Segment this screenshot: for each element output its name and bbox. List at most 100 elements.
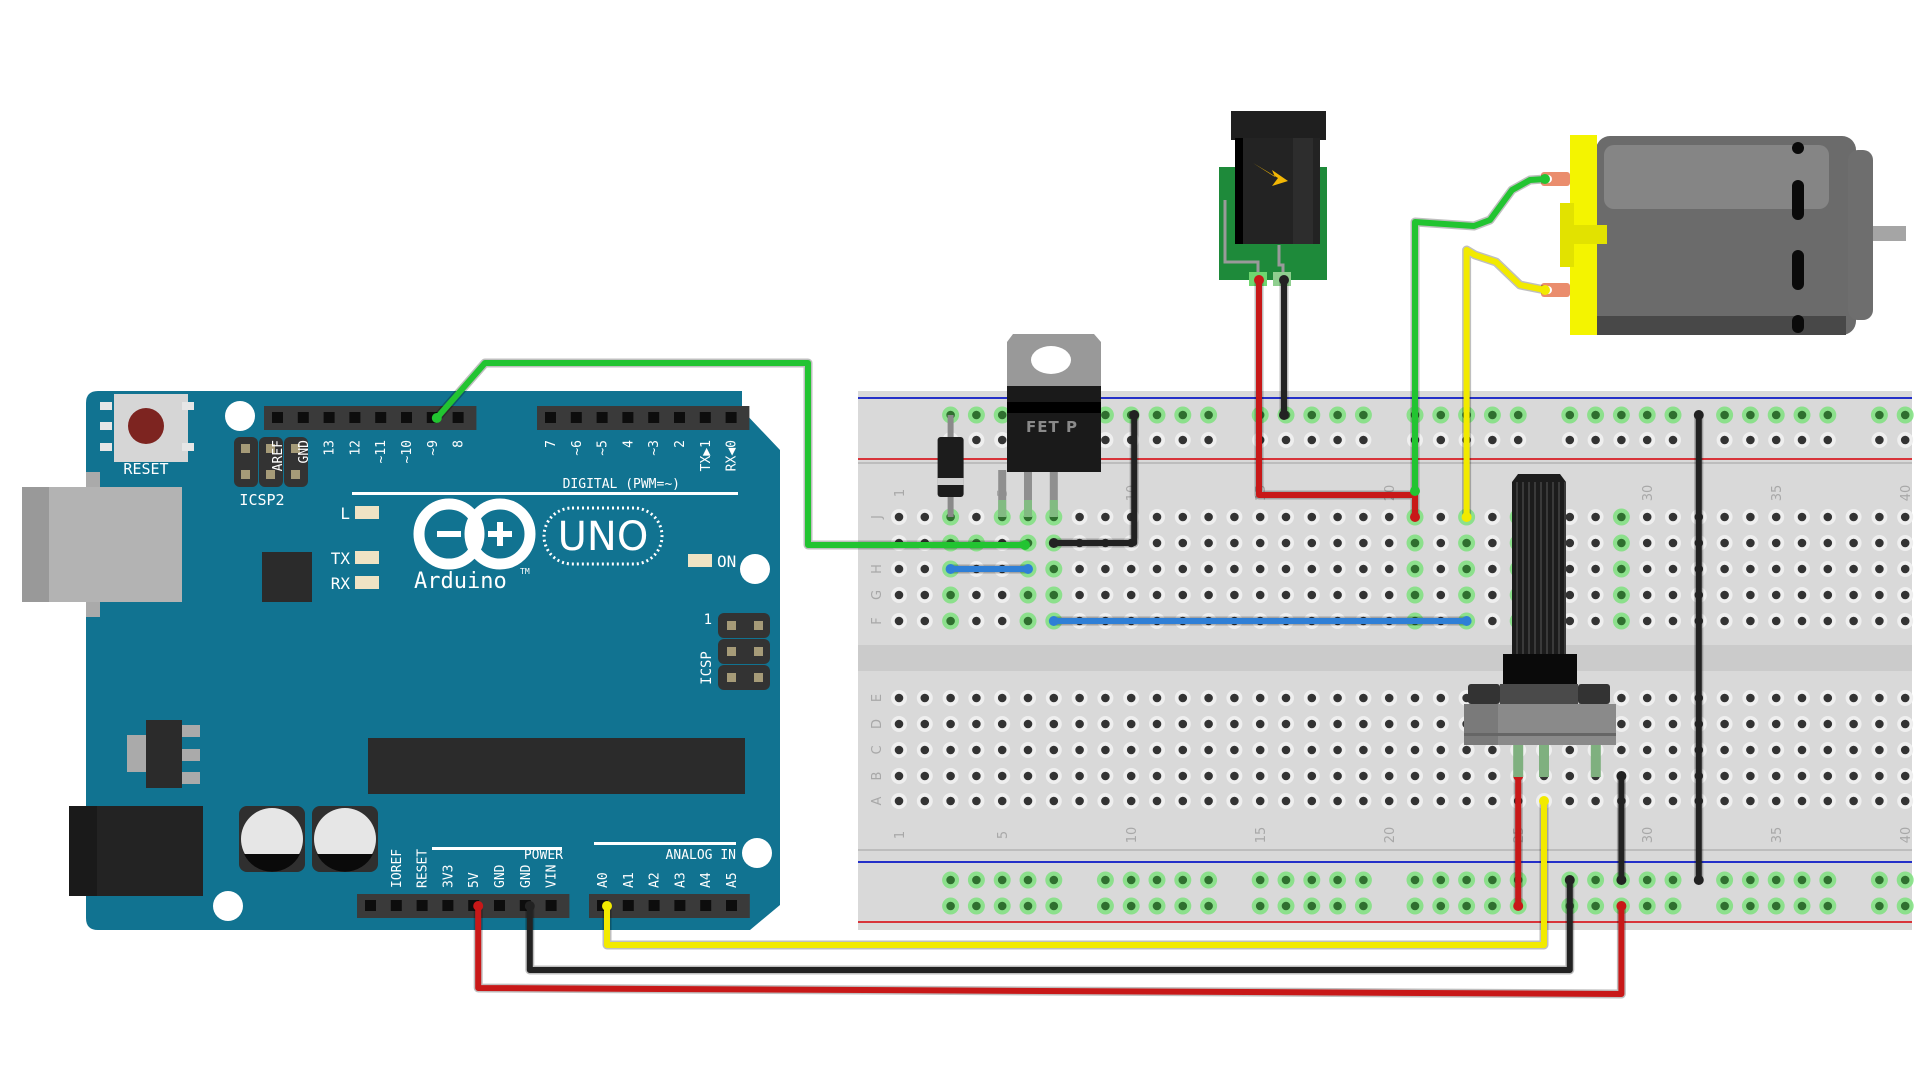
rail-hole <box>1126 901 1136 911</box>
rail-separator-bottom <box>858 849 1912 851</box>
rail-hole <box>1875 435 1884 445</box>
digital-pin-label: 8 <box>452 440 467 448</box>
rail-hole <box>1488 435 1497 445</box>
breadboard-hole <box>1591 590 1600 600</box>
breadboard-hole <box>972 796 981 806</box>
rail-hole <box>972 901 981 911</box>
breadboard-hole <box>1617 564 1626 574</box>
led-l <box>355 506 379 519</box>
row-label-d: D <box>870 719 885 729</box>
breadboard-hole <box>1668 693 1678 703</box>
breadboard-hole <box>1900 719 1910 729</box>
icsp2-pin <box>291 444 300 453</box>
power-pin-label: GND <box>493 864 508 888</box>
breadboard-hole <box>1126 693 1136 703</box>
rail-hole <box>972 875 981 885</box>
digital-pin-2 <box>674 412 685 423</box>
reset-button-leg <box>182 443 194 451</box>
rail-hole <box>1178 435 1188 445</box>
rail-hole <box>997 901 1007 911</box>
digital-pin-label: 13 <box>323 440 338 456</box>
breadboard-hole <box>1771 771 1781 781</box>
breadboard-hole <box>1230 796 1239 806</box>
reset-button-leg <box>100 422 112 430</box>
breadboard-hole <box>972 745 981 755</box>
rail-hole <box>1410 875 1420 885</box>
rail-hole <box>1720 435 1729 445</box>
rail-hole <box>1333 410 1342 420</box>
breadboard-hole <box>1230 538 1239 548</box>
breadboard-hole <box>972 590 981 600</box>
breadboard-hole <box>1230 693 1239 703</box>
breadboard-hole <box>920 693 930 703</box>
breadboard-hole <box>972 771 981 781</box>
breadboard-hole <box>1333 745 1342 755</box>
breadboard-hole <box>1230 719 1239 729</box>
analog-pin-label: A5 <box>725 872 740 888</box>
rail-hole <box>1771 435 1781 445</box>
breadboard-hole <box>1307 693 1317 703</box>
breadboard-hole <box>1307 590 1317 600</box>
motor-shaft <box>1873 226 1906 241</box>
breadboard-hole <box>1642 564 1652 574</box>
breadboard-hole <box>997 796 1007 806</box>
digital-pin-label: ~6 <box>570 440 585 456</box>
rail-hole <box>1591 875 1600 885</box>
rail-hole <box>1204 435 1213 445</box>
breadboard-hole <box>1255 538 1265 548</box>
breadboard-hole <box>1384 564 1394 574</box>
rail-hole <box>1281 875 1291 885</box>
breadboard-hole <box>1230 745 1239 755</box>
digital-pin-label: 7 <box>544 440 559 448</box>
rail-hole <box>1359 901 1368 911</box>
wire-gnd-to-rail-end <box>1564 875 1575 885</box>
wire-fet-source-gnd-end <box>1048 538 1059 548</box>
rail-hole <box>1436 901 1446 911</box>
logo-plus-v <box>497 522 503 546</box>
breadboard-hole <box>997 745 1007 755</box>
led-label-l: L <box>340 504 350 523</box>
wire-rail-to-rail-gnd-end <box>1693 410 1704 420</box>
breadboard-hole <box>1126 590 1136 600</box>
breadboard-hole <box>1771 616 1781 626</box>
wire-pot-right-gnd-end <box>1616 875 1627 885</box>
breadboard-hole <box>1049 719 1059 729</box>
wire-jack-positive-end <box>1410 512 1420 522</box>
breadboard-hole <box>1075 771 1084 781</box>
icsp-pin <box>727 673 736 682</box>
breadboard-hole <box>1178 796 1188 806</box>
rail-hole <box>997 875 1007 885</box>
analog-pin-a2 <box>648 900 660 911</box>
potentiometer-knurl <box>1558 482 1560 654</box>
rail-hole <box>1797 875 1807 885</box>
breadboard-hole <box>1049 590 1059 600</box>
breadboard-hole <box>1642 693 1652 703</box>
breadboard-hole <box>1384 771 1394 781</box>
breadboard-hole <box>1255 719 1265 729</box>
digital-pin-5 <box>596 412 608 423</box>
rail-hole <box>1126 875 1136 885</box>
breadboard-hole <box>920 590 930 600</box>
breadboard-hole <box>1384 512 1394 522</box>
rail-hole <box>1488 410 1497 420</box>
rail-hole <box>1823 410 1833 420</box>
rail-hole <box>972 410 981 420</box>
rail-hole <box>1023 901 1033 911</box>
breadboard-hole <box>1023 745 1033 755</box>
rail-hole <box>1617 435 1626 445</box>
breadboard-hole <box>1436 796 1446 806</box>
breadboard-hole <box>1488 796 1497 806</box>
wire-gnd-to-rail-end <box>524 901 535 911</box>
breadboard-hole <box>1591 538 1600 548</box>
breadboard-hole <box>1849 538 1858 548</box>
breadboard-hole <box>1823 719 1833 729</box>
breadboard-hole <box>1900 512 1910 522</box>
analog-pin-label: A1 <box>622 872 637 888</box>
breadboard-hole <box>1307 512 1317 522</box>
breadboard-hole <box>1333 564 1342 574</box>
breadboard-hole <box>1642 796 1652 806</box>
rail-hole <box>1875 875 1884 885</box>
mosfet-pin <box>1024 470 1032 517</box>
breadboard-hole <box>1359 538 1368 548</box>
icsp-header <box>718 613 770 638</box>
